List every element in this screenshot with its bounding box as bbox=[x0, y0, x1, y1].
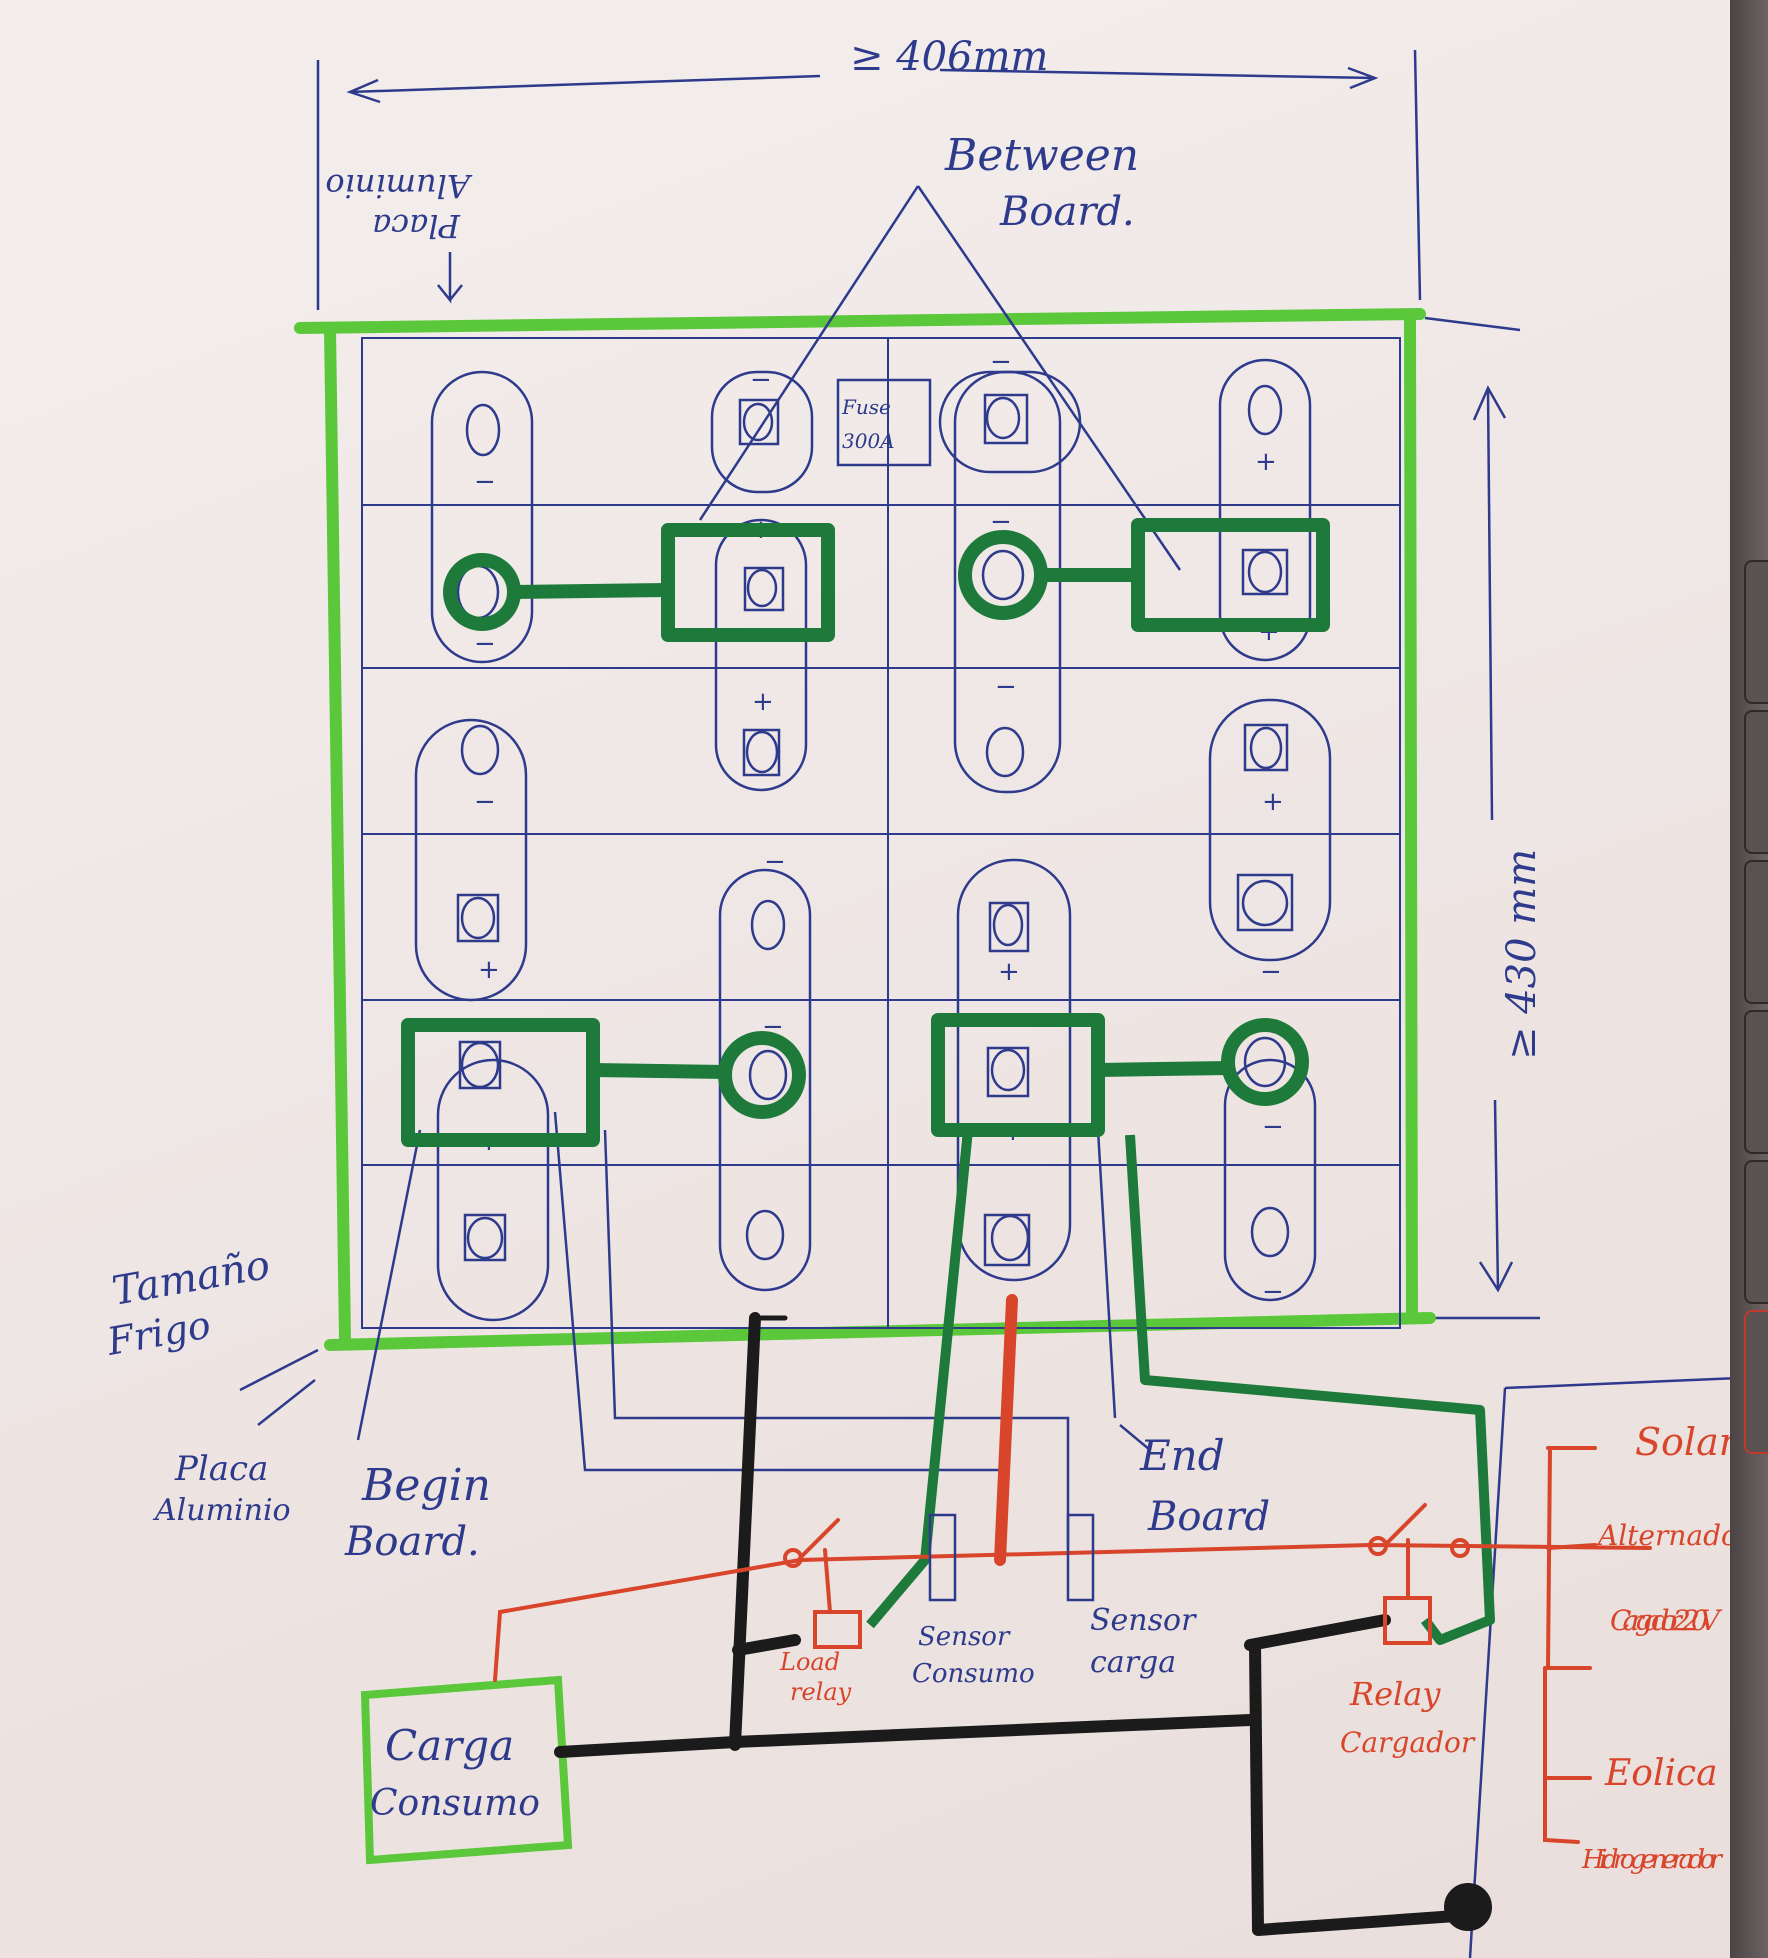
source-alternador: Alternador bbox=[1595, 1519, 1730, 1552]
svg-text:+: + bbox=[998, 957, 1020, 987]
between-board-label-2: Board. bbox=[999, 189, 1135, 235]
load-relay-label-2: relay bbox=[790, 1678, 852, 1706]
laptop-key bbox=[1744, 560, 1768, 704]
sensors bbox=[928, 1513, 1095, 1602]
svg-text:+: + bbox=[752, 687, 774, 717]
source-solar: Solar bbox=[1635, 1420, 1730, 1464]
svg-text:+: + bbox=[1262, 787, 1284, 817]
between-board-label-1: Between bbox=[944, 130, 1139, 181]
source-eolica: Eolica bbox=[1604, 1753, 1718, 1794]
top-dimension-lines bbox=[316, 49, 1540, 1320]
source-hidrogenerador: Hidrogenerador bbox=[1581, 1845, 1724, 1875]
svg-text:−: − bbox=[990, 507, 1012, 537]
load-box bbox=[360, 1675, 573, 1865]
sensor-carga-label-1: Sensor bbox=[1090, 1603, 1197, 1638]
red-annotations: Load relay Relay Cargador Solar Alternad… bbox=[779, 1420, 1730, 1875]
svg-text:−: − bbox=[474, 787, 496, 817]
svg-text:−: − bbox=[1260, 957, 1282, 987]
relay-cargador-label-2: Cargador bbox=[1340, 1726, 1476, 1759]
sensor-consumo-box bbox=[928, 1513, 957, 1602]
svg-text:−: − bbox=[1262, 1112, 1284, 1142]
height-dimension-label: ≥ 430 mm bbox=[1499, 849, 1545, 1060]
load-relay-label-1: Load bbox=[779, 1648, 840, 1676]
cell-links bbox=[239, 185, 1730, 1958]
placa-aluminio-bottom-label-2: Aluminio bbox=[152, 1493, 291, 1528]
svg-text:−: − bbox=[474, 629, 496, 659]
wiring-diagram: − − − + + − + + − − − − − + + + + + − − … bbox=[103, 34, 1730, 1958]
svg-text:−: − bbox=[1262, 1277, 1284, 1307]
fuse-label-1: Fuse bbox=[841, 395, 891, 419]
positive-cables bbox=[493, 1294, 1652, 1844]
placa-aluminio-top-label-1: Placa bbox=[372, 207, 461, 245]
fuse-box bbox=[836, 378, 932, 467]
end-board-label-2: Board bbox=[1147, 1494, 1270, 1540]
cell-terminals bbox=[456, 384, 1294, 1267]
sensor-carga-label-2: carga bbox=[1090, 1645, 1176, 1680]
placa-aluminio-bottom-label-1: Placa bbox=[174, 1449, 268, 1489]
svg-text:−: − bbox=[474, 467, 496, 497]
polarity-signs: − − − + + − + + − − − − − + + + + + − − … bbox=[474, 347, 1284, 1307]
sensor-consumo-label-2: Consumo bbox=[912, 1659, 1035, 1689]
laptop-key bbox=[1744, 1310, 1768, 1454]
svg-text:+: + bbox=[1255, 447, 1277, 477]
end-board-label-1: End bbox=[1139, 1431, 1225, 1480]
laptop-key bbox=[1744, 1010, 1768, 1154]
placa-aluminio-top-label-2: Aluminio bbox=[325, 167, 473, 205]
svg-text:−: − bbox=[750, 365, 772, 395]
width-dimension-label: ≥ 406mm bbox=[850, 34, 1048, 80]
sensor-carga-box bbox=[1066, 1513, 1095, 1602]
laptop-key bbox=[1744, 860, 1768, 1004]
negative-cables bbox=[554, 1312, 1492, 1936]
svg-text:+: + bbox=[478, 955, 500, 985]
fuse-label-2: 300A bbox=[842, 429, 895, 453]
begin-board-label-1: Begin bbox=[361, 1460, 491, 1511]
laptop-key bbox=[1744, 710, 1768, 854]
laptop-key bbox=[1744, 1160, 1768, 1304]
busbars bbox=[401, 518, 1495, 1645]
sensor-consumo-label-1: Sensor bbox=[918, 1622, 1011, 1652]
svg-text:−: − bbox=[990, 347, 1012, 377]
carga-consumo-label-2: Consumo bbox=[370, 1783, 540, 1824]
cell-grid bbox=[361, 337, 1401, 1329]
tamano-frigo-label-1: Tamaño bbox=[109, 1242, 274, 1315]
source-cargador-220v: Cargador 220V bbox=[1610, 1604, 1723, 1637]
relay-cargador-label-1: Relay bbox=[1349, 1675, 1441, 1713]
svg-text:−: − bbox=[764, 847, 786, 877]
aluminium-plate-outline bbox=[294, 308, 1436, 1351]
carga-consumo-label-1: Carga bbox=[385, 1721, 514, 1770]
svg-text:−: − bbox=[995, 672, 1017, 702]
begin-board-label-2: Board. bbox=[344, 1519, 480, 1565]
